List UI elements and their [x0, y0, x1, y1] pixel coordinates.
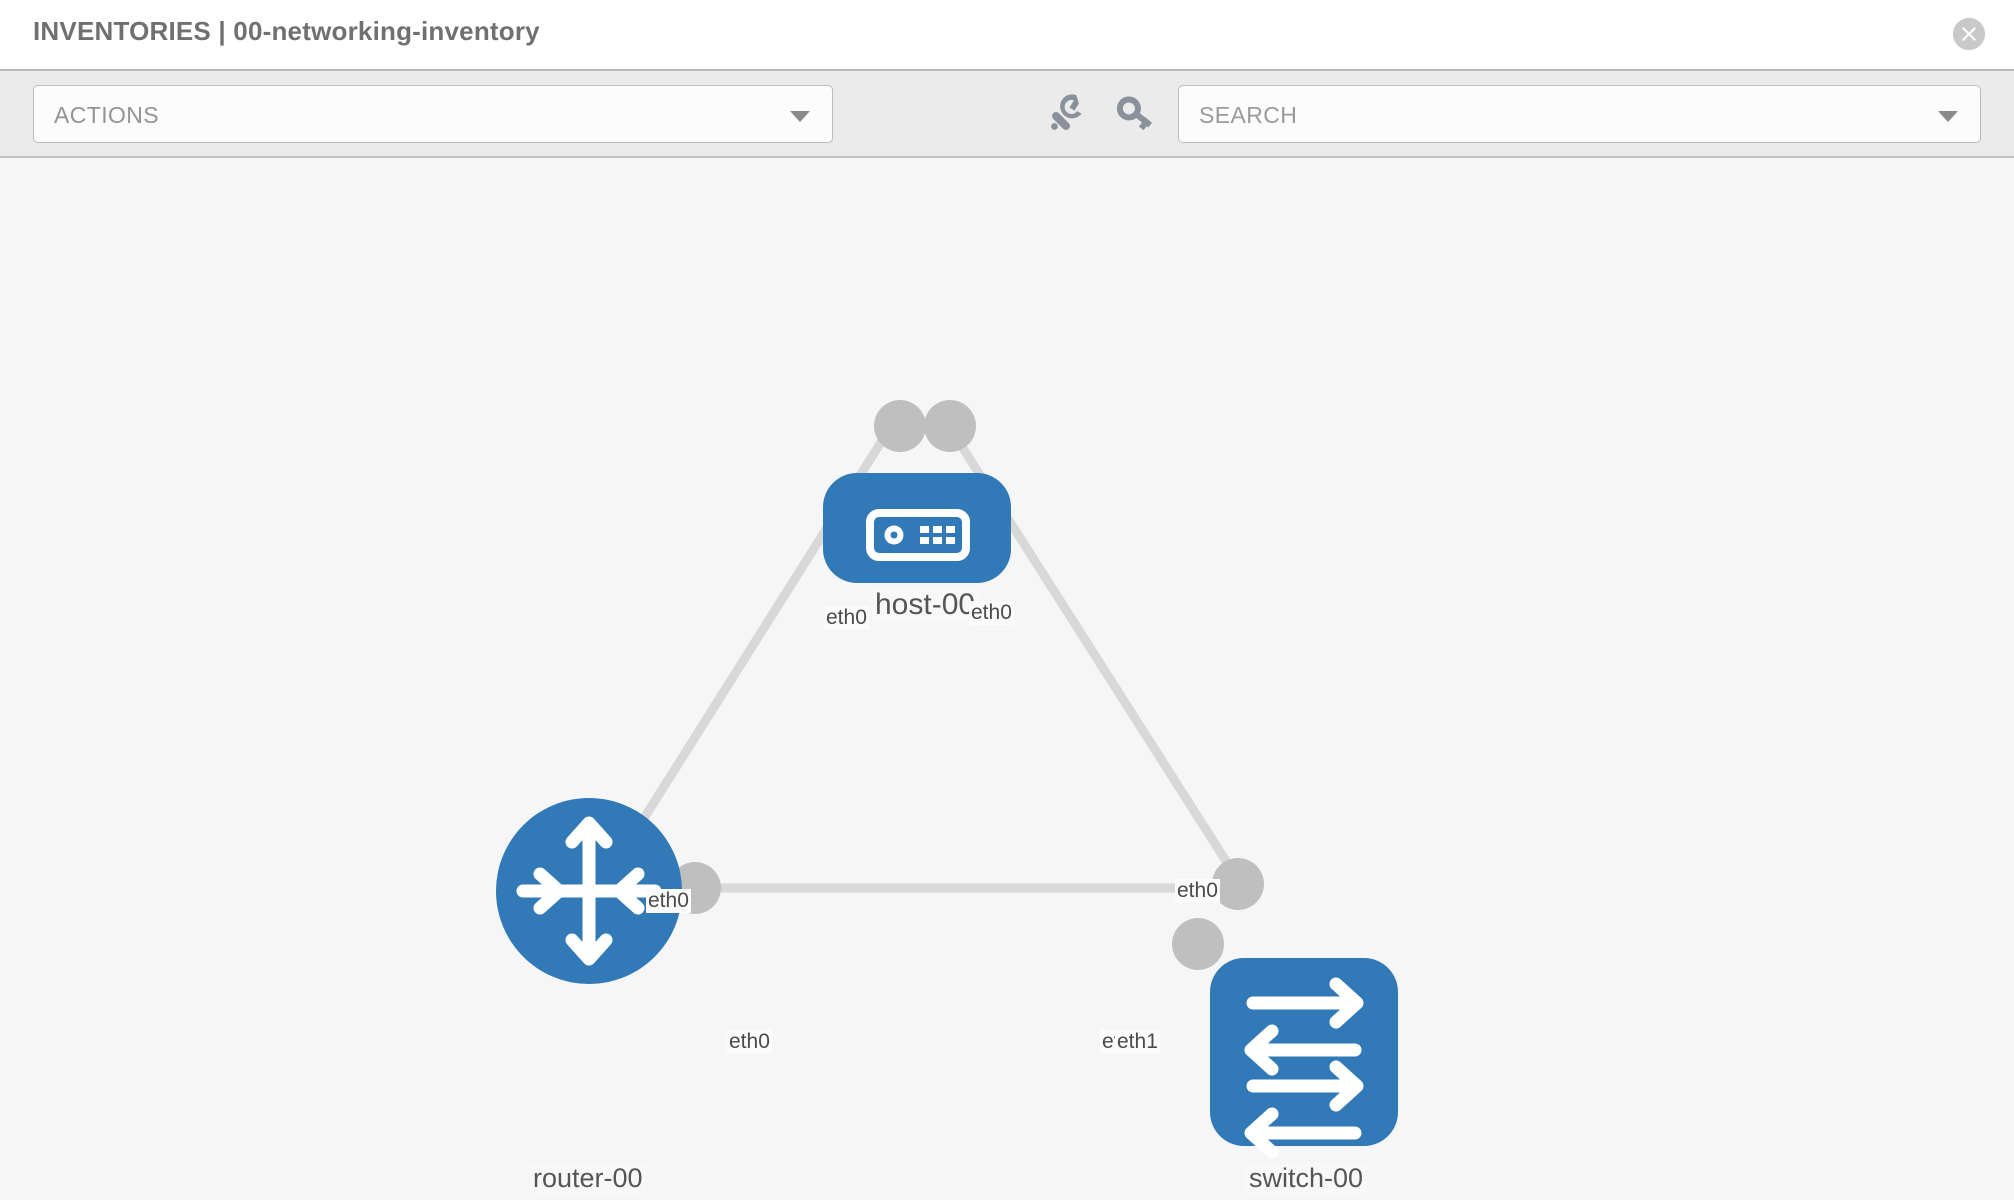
connector-host-left[interactable] — [874, 400, 926, 452]
search-placeholder: SEARCH — [1199, 102, 1298, 128]
interface-label-router-right: eth0 — [727, 1030, 772, 1054]
key-icon[interactable] — [1113, 91, 1159, 137]
interface-label-host-right: eth0 — [969, 601, 1014, 625]
topology-connectors — [669, 400, 1264, 970]
toolbar: ACTIONS SEARCH — [0, 69, 2014, 158]
page-title: INVENTORIES | 00-networking-inventory — [33, 16, 540, 46]
wrench-icon[interactable] — [1043, 91, 1089, 137]
chevron-down-icon — [790, 111, 810, 122]
node-label-switch-00: switch-00 — [1246, 1163, 1367, 1194]
interface-label-switch-left: eth1 — [1115, 1030, 1160, 1054]
topology-graph — [496, 400, 1398, 1159]
actions-dropdown[interactable]: ACTIONS — [33, 85, 833, 143]
node-label-router-00: router-00 — [530, 1163, 646, 1194]
actions-dropdown-label: ACTIONS — [54, 102, 160, 128]
topology-canvas[interactable]: host-00 router-00 switch-00 eth0 eth0 et… — [0, 158, 2014, 1200]
interface-label-host-left: eth0 — [824, 606, 869, 630]
node-switch-00[interactable] — [1210, 958, 1398, 1159]
node-label-host-00: host-00 — [872, 588, 979, 622]
page-header: INVENTORIES | 00-networking-inventory — [0, 0, 2014, 69]
connector-switch-up[interactable] — [1212, 858, 1264, 910]
connector-switch-left[interactable] — [1172, 918, 1224, 970]
node-router-00[interactable] — [496, 798, 682, 984]
interface-label-router-up: eth0 — [646, 889, 691, 913]
interface-label-switch-up: eth0 — [1175, 879, 1220, 903]
node-host-00[interactable] — [823, 473, 1011, 583]
chevron-down-icon — [1938, 111, 1958, 122]
search-input[interactable]: SEARCH — [1178, 85, 1981, 143]
connector-host-right[interactable] — [924, 400, 976, 452]
close-icon[interactable] — [1953, 18, 1985, 50]
